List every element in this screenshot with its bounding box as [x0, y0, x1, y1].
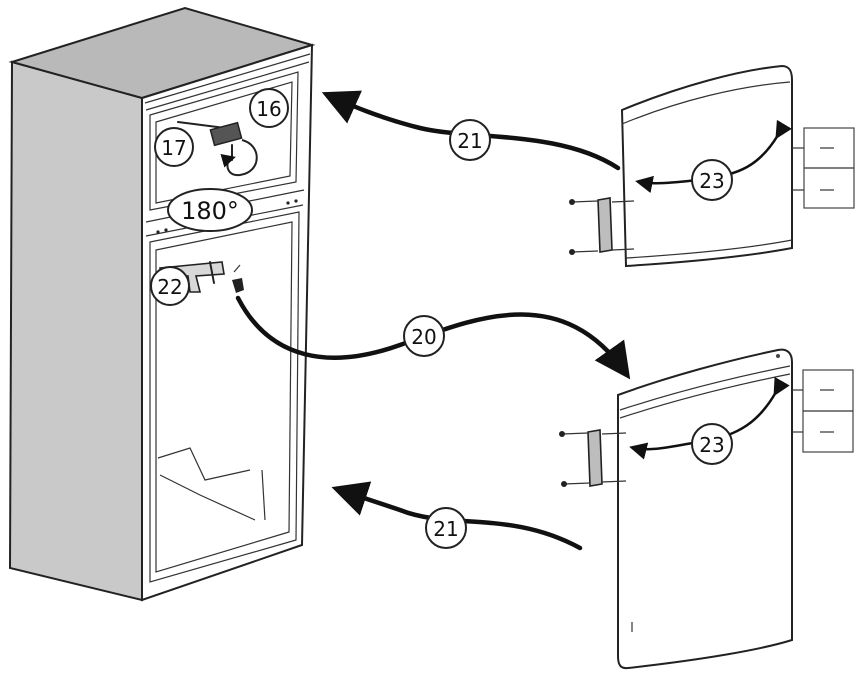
- fridge-cover-plugs: [792, 369, 854, 453]
- callout-21-bottom: 21: [425, 507, 467, 549]
- callout-22-label: 22: [157, 275, 182, 299]
- callout-20: 20: [403, 315, 445, 357]
- callout-17-label: 17: [161, 136, 186, 160]
- callout-21-bottom-label: 21: [433, 517, 458, 541]
- callout-23-bottom: 23: [691, 423, 733, 465]
- fridge-door: [559, 348, 854, 670]
- callout-23-bottom-label: 23: [699, 433, 724, 457]
- refrigerator-cabinet: [8, 6, 316, 602]
- arrow-21-top: [321, 90, 621, 171]
- arrow-21-bottom: [331, 481, 583, 551]
- callout-16-label: 16: [256, 97, 281, 121]
- callout-20-label: 20: [411, 325, 436, 349]
- callout-180-label: 180°: [181, 197, 239, 225]
- callout-21-top: 21: [449, 119, 491, 161]
- freezer-compartment: [149, 71, 299, 211]
- callout-180: 180°: [167, 188, 253, 232]
- freezer-cover-plugs: [792, 127, 855, 209]
- callout-23-top-label: 23: [699, 169, 724, 193]
- fridge-door-handle: [587, 429, 603, 487]
- fridge-handle-screws: [559, 431, 627, 487]
- rotation-arrow: [220, 139, 258, 177]
- freezer-handle-screws: [569, 199, 635, 255]
- callout-23-top: 23: [691, 159, 733, 201]
- callout-16: 16: [249, 88, 289, 128]
- hinge-screw: [232, 278, 244, 293]
- hinge-pin-part: [177, 121, 243, 161]
- fridge-compartment: [149, 211, 300, 583]
- callout-17: 17: [154, 127, 194, 167]
- cabinet-front-frame: [141, 43, 314, 602]
- cabinet-side-panel: [8, 60, 143, 602]
- freezer-door-handle: [597, 197, 613, 253]
- callout-22: 22: [150, 266, 190, 306]
- arrow-20: [235, 295, 631, 380]
- callout-21-top-label: 21: [457, 129, 482, 153]
